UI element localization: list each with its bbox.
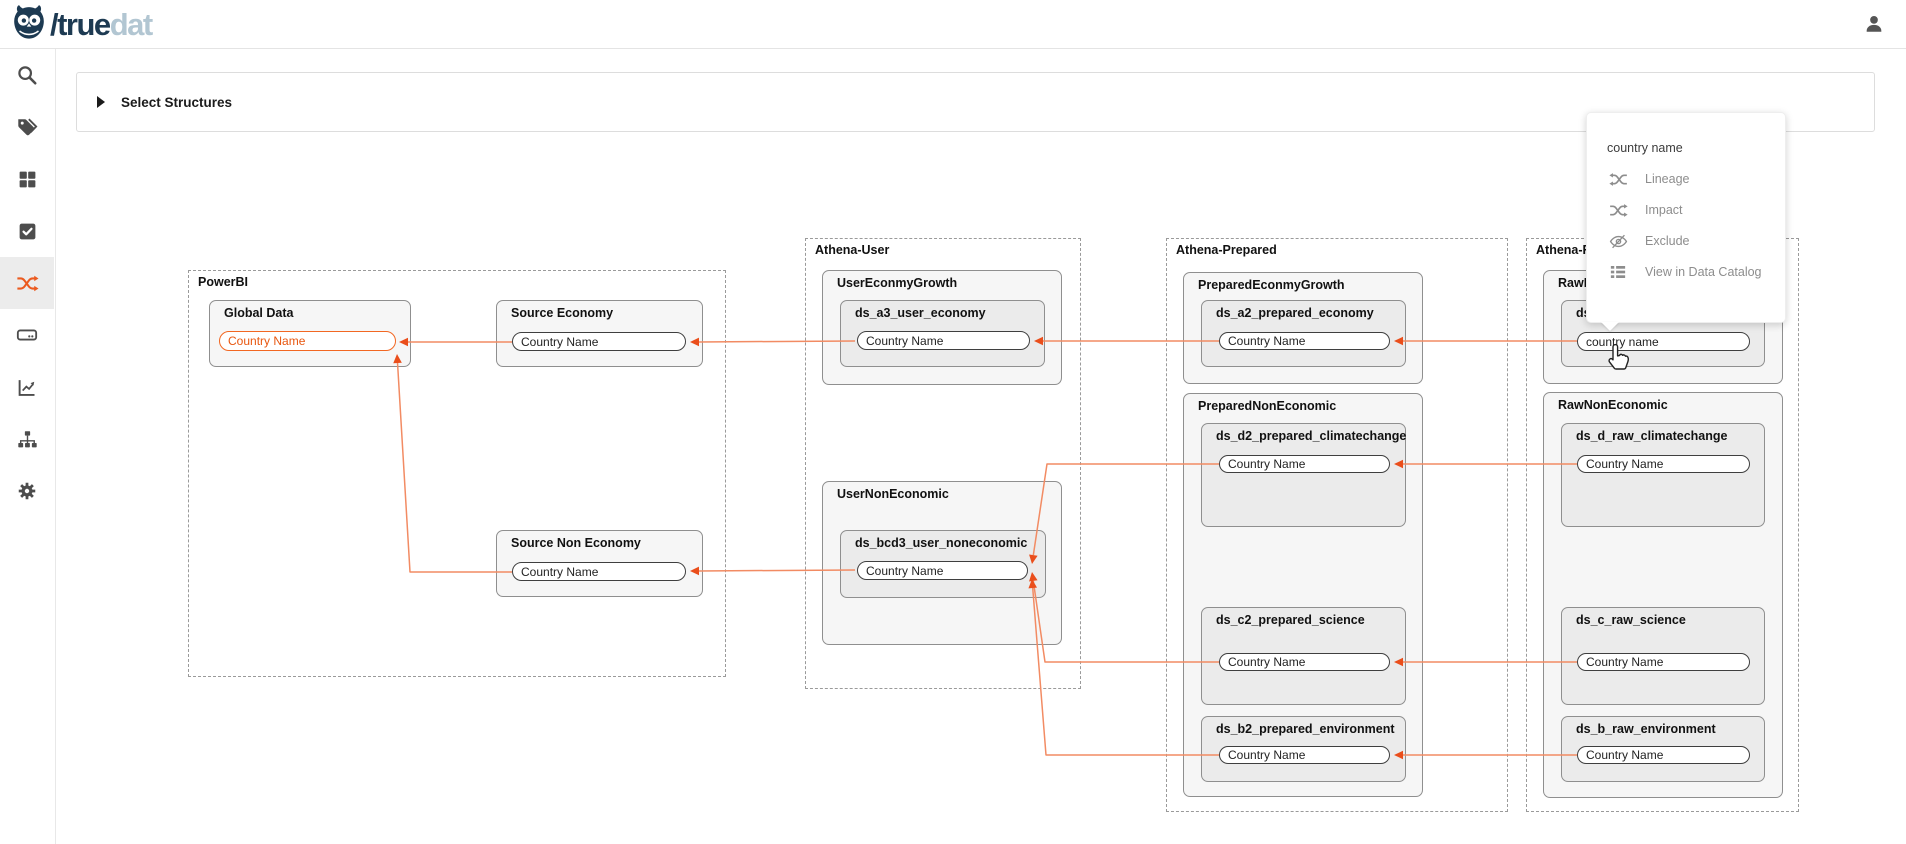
group-label: Athena-Prepared (1176, 243, 1277, 257)
menu-item-label: Lineage (1645, 172, 1690, 186)
dataset-label: ds_c2_prepared_science (1216, 613, 1365, 627)
menu-item-view-in-data-catalog[interactable]: View in Data Catalog (1587, 256, 1785, 288)
top-header: /truedat (0, 0, 1906, 49)
field-pill-country-name[interactable]: Country Name (1577, 746, 1750, 764)
group-label: PowerBI (198, 275, 249, 289)
field-label: Country Name (1586, 655, 1664, 669)
sidebar-item-chart-line[interactable] (0, 361, 54, 413)
context-menu-tail (1601, 322, 1619, 331)
sidebar-item-check-square[interactable] (0, 205, 54, 257)
menu-item-label: Impact (1645, 203, 1683, 217)
field-pill-country-name[interactable]: Country Name (1219, 455, 1390, 473)
table-label: PreparedEconmyGrowth (1198, 278, 1345, 292)
gear-icon (16, 480, 38, 502)
field-pill-country-name[interactable]: country name (1577, 332, 1750, 351)
field-label: Country Name (1586, 457, 1664, 471)
field-pill-country-name[interactable]: Country Name (1577, 653, 1750, 671)
field-label: Country Name (1228, 748, 1306, 762)
check-square-icon (17, 221, 38, 242)
grid-icon (17, 169, 38, 190)
menu-item-impact[interactable]: Impact (1587, 194, 1785, 226)
field-pill-country-name[interactable]: Country Name (1219, 332, 1390, 350)
caret-right-icon (97, 96, 105, 108)
select-structures-panel[interactable]: Select Structures (76, 72, 1875, 132)
field-label: Country Name (521, 564, 599, 579)
sidebar-item-shuffle[interactable] (0, 257, 54, 309)
dataset-label: ds_b2_prepared_environment (1216, 722, 1395, 736)
dataset-label: ds_d_raw_climatechange (1576, 429, 1728, 443)
field-label: Country Name (521, 334, 599, 349)
table-label: PreparedNonEconomic (1198, 399, 1337, 413)
chart-line-icon (17, 377, 38, 398)
table-label: Global Data (224, 306, 294, 320)
dataset-label: ds_b_raw_environment (1576, 722, 1716, 736)
field-pill-country-name[interactable]: Country Name (1219, 746, 1390, 764)
field-label: Country Name (866, 563, 944, 578)
field-label: Country Name (228, 334, 306, 348)
dataset-label: ds_a3_user_economy (855, 306, 986, 320)
table-label: Source Non Economy (511, 536, 641, 550)
select-structures-label: Select Structures (121, 94, 233, 110)
table-label: Source Economy (511, 306, 614, 320)
field-pill-country-name[interactable]: Country Name (1577, 455, 1750, 473)
drive-icon (16, 324, 38, 346)
field-label: Country Name (1586, 748, 1664, 762)
sidebar-item-sitemap[interactable] (0, 413, 54, 465)
impact-icon (1609, 201, 1629, 220)
field-pill-country-name[interactable]: Country Name (512, 562, 686, 581)
group-powerbi (188, 270, 726, 677)
lineage-icon (1609, 170, 1629, 189)
dataset-box-ds-d2-prepared-climatechange[interactable] (1201, 423, 1406, 527)
menu-item-label: View in Data Catalog (1645, 265, 1762, 279)
sidebar-item-search[interactable] (0, 49, 54, 101)
sidebar-item-tags[interactable] (0, 101, 54, 153)
context-menu-title: country name (1607, 141, 1683, 155)
dataset-label: ds_a2_prepared_economy (1216, 306, 1374, 320)
brand-text: /truedat (50, 6, 153, 42)
user-icon[interactable] (1860, 10, 1888, 38)
catalog-icon (1609, 263, 1629, 281)
field-pill-country-name[interactable]: Country Name (512, 332, 686, 351)
sidebar-item-grid[interactable] (0, 153, 54, 205)
dataset-box-ds-d-raw-climatechange[interactable] (1561, 423, 1765, 527)
field-pill-country-name[interactable]: Country Name (857, 331, 1030, 350)
dataset-label: ds_c_raw_science (1576, 613, 1686, 627)
field-label: Country Name (1228, 457, 1306, 471)
field-label: Country Name (1228, 655, 1306, 669)
group-label: Athena-User (815, 243, 890, 257)
table-label: UserEconmyGrowth (837, 276, 958, 290)
field-pill-country-name[interactable]: Country Name (857, 561, 1028, 580)
exclude-icon (1609, 232, 1629, 251)
field-label: country name (1586, 334, 1659, 349)
field-label: Country Name (866, 333, 944, 348)
search-icon (16, 64, 38, 86)
dataset-label: ds_bcd3_user_noneconomic (855, 536, 1028, 550)
sidebar-item-drive[interactable] (0, 309, 54, 361)
menu-item-exclude[interactable]: Exclude (1587, 225, 1785, 257)
truedat-logo[interactable]: /truedat (10, 2, 153, 47)
table-label: RawNonEconomic (1558, 398, 1668, 412)
shuffle-icon (16, 272, 39, 295)
sidebar-nav (0, 49, 56, 844)
tags-icon (16, 116, 38, 138)
owl-logo-icon (10, 2, 48, 47)
menu-item-label: Exclude (1645, 234, 1690, 248)
sitemap-icon (17, 429, 38, 450)
field-pill-country-name[interactable]: Country Name (219, 331, 396, 351)
field-label: Country Name (1228, 334, 1306, 348)
sidebar-item-gear[interactable] (0, 465, 54, 517)
field-pill-country-name[interactable]: Country Name (1219, 653, 1390, 671)
dataset-label: ds_d2_prepared_climatechange (1216, 429, 1407, 443)
menu-item-lineage[interactable]: Lineage (1587, 163, 1785, 195)
table-label: UserNonEconomic (837, 487, 949, 501)
